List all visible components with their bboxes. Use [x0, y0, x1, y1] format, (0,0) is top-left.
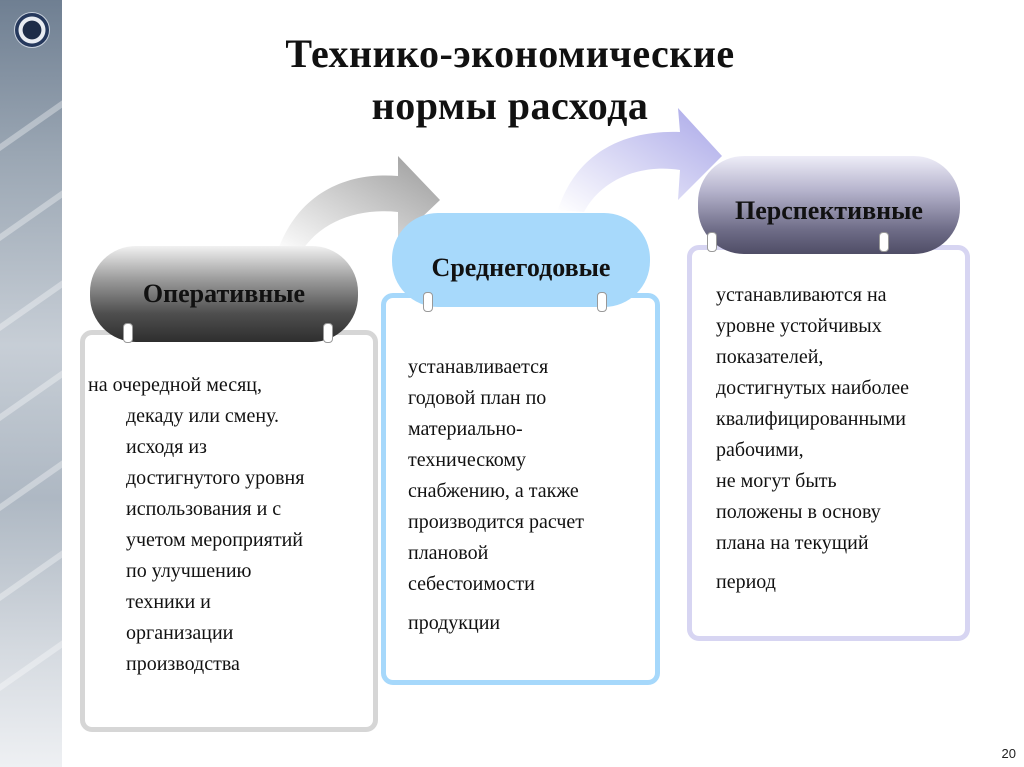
- text-line: положены в основу: [716, 501, 881, 523]
- prospective-card: [687, 245, 970, 641]
- page-number: 20: [1001, 746, 1016, 761]
- operative-label: Оперативные: [142, 279, 306, 308]
- text-line: достигнутых наиболее: [716, 377, 910, 399]
- prospective-label-pill: Перспективные: [698, 156, 960, 254]
- curved-arrow-right-icon: [278, 156, 440, 254]
- text-line: плановой: [408, 542, 489, 564]
- text-line: использования и с: [126, 498, 282, 520]
- text-line: квалифицированными: [716, 408, 906, 430]
- title-line-1: Технико-экономические: [285, 31, 735, 76]
- logo-icon: [14, 12, 50, 48]
- decorative-side-strip: [0, 0, 62, 767]
- text-line: плана на текущий: [716, 532, 869, 554]
- connector-dot: [707, 232, 717, 252]
- text-line: техники и: [126, 591, 211, 613]
- slide-title: Технико-экономические нормы расхода: [180, 28, 840, 132]
- connector-dot: [879, 232, 889, 252]
- operative-card: [80, 330, 378, 732]
- average-annual-label-pill: Среднегодовые: [392, 213, 650, 307]
- prospective-description: устанавливаются на уровне устойчивых пок…: [716, 280, 909, 598]
- connector-dot: [323, 323, 333, 343]
- connector-dot: [597, 292, 607, 312]
- text-line: исходя из: [126, 436, 207, 458]
- connector-dot: [123, 323, 133, 343]
- curved-arrow-right-icon: [558, 108, 722, 212]
- text-line: материально-: [408, 418, 523, 440]
- operative-label-pill: Оперативные: [90, 246, 358, 342]
- average-annual-label: Среднегодовые: [431, 253, 611, 282]
- average-annual-description: устанавливается годовой план по материал…: [408, 352, 584, 639]
- prospective-label: Перспективные: [735, 196, 923, 225]
- text-line: продукции: [408, 612, 501, 634]
- text-line: организации: [126, 622, 234, 644]
- text-line: производства: [126, 653, 240, 675]
- text-line: снабжению, а также: [408, 480, 579, 502]
- text-line: себестоимости: [408, 573, 535, 595]
- text-line: устанавливается: [408, 356, 549, 378]
- text-line: на очередной месяц,: [88, 374, 263, 396]
- text-line: показателей,: [716, 346, 824, 368]
- text-line: устанавливаются на: [716, 284, 887, 306]
- operative-description: на очередной месяц, декаду или смену. ис…: [88, 370, 304, 680]
- connector-dot: [423, 292, 433, 312]
- text-line: декаду или смену.: [126, 405, 280, 427]
- text-line: период: [716, 571, 776, 593]
- title-line-2: нормы расхода: [371, 83, 649, 128]
- text-line: годовой план по: [408, 387, 547, 409]
- text-line: учетом мероприятий: [126, 529, 303, 551]
- text-line: не могут быть: [716, 470, 837, 492]
- text-line: уровне устойчивых: [716, 315, 882, 337]
- text-line: по улучшению: [126, 560, 252, 582]
- text-line: техническому: [408, 449, 527, 471]
- text-line: достигнутого уровня: [126, 467, 305, 489]
- text-line: рабочими,: [716, 439, 804, 461]
- text-line: производится расчет: [408, 511, 585, 533]
